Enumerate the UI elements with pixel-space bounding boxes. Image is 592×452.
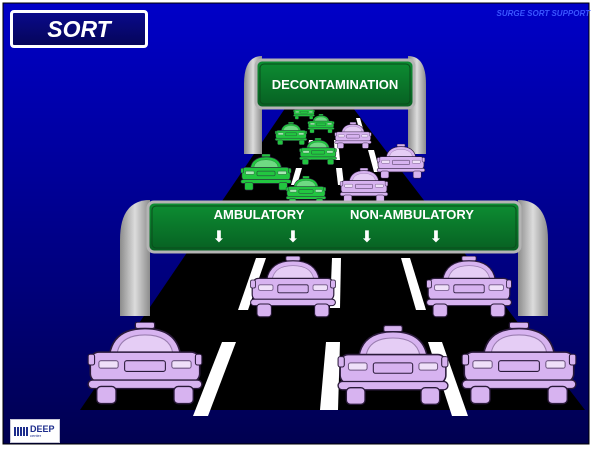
- lower-pillar-right: [518, 200, 548, 316]
- header-text: SURGE SORT SUPPORT: [496, 9, 591, 18]
- lane-marker: [336, 168, 344, 185]
- slide-title: SORT: [10, 10, 148, 48]
- lower-sign: [146, 200, 522, 254]
- lane-marker: [368, 150, 380, 172]
- lane-marker: [320, 342, 340, 410]
- non-ambulatory-label: NON-AMBULATORY: [350, 207, 474, 222]
- lane-marker: [401, 258, 426, 310]
- logo-word: DEEP: [30, 423, 55, 434]
- road: [80, 104, 585, 410]
- lane-marker: [291, 168, 302, 185]
- decontamination-sign-text: DECONTAMINATION: [272, 77, 399, 92]
- deep-center-logo: DEEP center: [10, 419, 60, 443]
- arrow-down-icon: ⬇: [286, 227, 299, 246]
- logo-bars-icon: [14, 426, 28, 436]
- lower-pillar-left: [120, 200, 150, 316]
- arrow-down-icon: ⬇: [360, 227, 373, 246]
- arrow-down-icon: ⬇: [429, 227, 442, 246]
- logo-sub: center: [30, 432, 42, 438]
- arrow-down-icon: ⬇: [212, 227, 225, 246]
- lane-marker: [193, 342, 236, 416]
- ambulatory-label: AMBULATORY: [214, 207, 305, 222]
- decontamination-sign: [254, 58, 416, 110]
